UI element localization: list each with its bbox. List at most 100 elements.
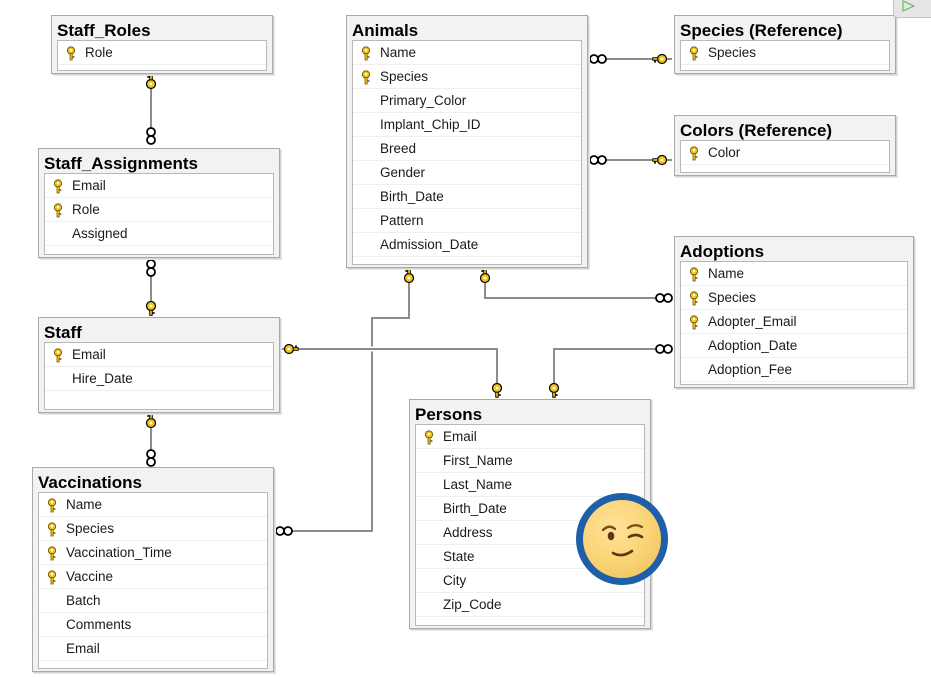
table-title[interactable]: Colors (Reference) — [680, 121, 833, 140]
key-end-icon — [145, 413, 157, 429]
relationship-line — [553, 348, 672, 398]
column-row[interactable]: Batch — [39, 589, 267, 613]
column-row[interactable]: Zip_Code — [416, 593, 644, 617]
column-row[interactable]: Email — [416, 425, 644, 449]
key-end-icon — [403, 268, 415, 284]
table-title[interactable]: Animals — [352, 21, 419, 40]
key-end-icon — [548, 382, 560, 398]
key-icon — [688, 314, 700, 330]
relationship-line — [282, 348, 498, 398]
column-row[interactable]: Adopter_Email — [681, 310, 907, 334]
column-row[interactable]: State — [416, 545, 644, 569]
column-row[interactable]: Species — [681, 286, 907, 310]
column-row[interactable]: Implant_Chip_ID — [353, 113, 581, 137]
column-name: Vaccine — [66, 569, 114, 584]
column-row[interactable]: Assigned — [45, 222, 273, 246]
key-icon — [46, 497, 58, 513]
table-title[interactable]: Staff_Roles — [57, 21, 151, 40]
column-name: Last_Name — [443, 477, 513, 492]
column-row[interactable]: Email — [39, 637, 267, 661]
column-row[interactable]: City — [416, 569, 644, 593]
column-row[interactable]: Adoption_Date — [681, 334, 907, 358]
key-end-icon — [652, 53, 668, 65]
table-title[interactable]: Staff — [44, 323, 82, 342]
column-name: Email — [66, 641, 100, 656]
column-name: Adoption_Date — [708, 338, 798, 353]
key-icon — [52, 202, 64, 218]
play-icon[interactable] — [893, 0, 931, 18]
key-icon — [688, 45, 700, 61]
column-row[interactable]: Birth_Date — [353, 185, 581, 209]
column-row[interactable]: Admission_Date — [353, 233, 581, 257]
column-row[interactable]: Species — [39, 517, 267, 541]
column-row[interactable]: Email — [45, 174, 273, 198]
column-name: First_Name — [443, 453, 513, 468]
column-name: City — [443, 573, 467, 588]
column-row[interactable]: Role — [58, 41, 266, 65]
column-row[interactable]: Email — [45, 343, 273, 367]
column-list: Color — [680, 140, 890, 173]
table-title[interactable]: Vaccinations — [38, 473, 142, 492]
table-title[interactable]: Persons — [415, 405, 483, 424]
key-end-icon — [145, 74, 157, 90]
column-name: Address — [443, 525, 493, 540]
column-row[interactable]: Vaccine — [39, 565, 267, 589]
column-row[interactable]: Address — [416, 521, 644, 545]
infinity-icon — [146, 449, 156, 467]
table-colors-ref[interactable]: Colors (Reference)Color — [674, 115, 896, 176]
column-row[interactable]: Role — [45, 198, 273, 222]
column-row[interactable]: Name — [353, 41, 581, 65]
column-row[interactable]: Adoption_Fee — [681, 358, 907, 382]
column-row[interactable]: Hire_Date — [45, 367, 273, 391]
column-name: Hire_Date — [72, 371, 133, 386]
column-name: Name — [708, 266, 745, 281]
column-row[interactable]: Comments — [39, 613, 267, 637]
column-row[interactable]: Birth_Date — [416, 497, 644, 521]
column-row[interactable]: Gender — [353, 161, 581, 185]
column-row[interactable]: Primary_Color — [353, 89, 581, 113]
column-row[interactable]: Last_Name — [416, 473, 644, 497]
relationship-line-casing — [551, 346, 672, 398]
table-title[interactable]: Adoptions — [680, 242, 765, 261]
infinity-icon — [589, 155, 607, 165]
key-icon — [52, 347, 64, 363]
column-row[interactable]: Color — [681, 141, 889, 165]
infinity-icon — [655, 344, 673, 354]
column-row[interactable]: Name — [39, 493, 267, 517]
infinity-icon — [655, 293, 673, 303]
column-name: State — [443, 549, 475, 564]
column-name: Comments — [66, 617, 132, 632]
relationship-line — [276, 270, 410, 532]
column-name: Adoption_Fee — [708, 362, 793, 377]
column-row[interactable]: Vaccination_Time — [39, 541, 267, 565]
column-row[interactable]: Name — [681, 262, 907, 286]
key-end-icon — [479, 268, 491, 284]
column-name: Birth_Date — [380, 189, 444, 204]
column-name: Species — [66, 521, 115, 536]
key-icon — [360, 69, 372, 85]
column-row[interactable]: Species — [353, 65, 581, 89]
key-end-icon — [283, 343, 299, 355]
table-species-ref[interactable]: Species (Reference)Species — [674, 15, 896, 74]
winking-face-icon — [576, 493, 668, 585]
key-icon — [46, 545, 58, 561]
column-row[interactable]: Pattern — [353, 209, 581, 233]
column-name: Role — [85, 45, 113, 60]
column-row[interactable]: Species — [681, 41, 889, 65]
column-name: Breed — [380, 141, 417, 156]
table-title[interactable]: Species (Reference) — [680, 21, 843, 40]
relationship-line — [484, 270, 672, 299]
column-row[interactable]: First_Name — [416, 449, 644, 473]
column-name: Zip_Code — [443, 597, 502, 612]
relationship-line-casing — [276, 270, 412, 534]
column-row[interactable]: Breed — [353, 137, 581, 161]
table-title[interactable]: Staff_Assignments — [44, 154, 198, 173]
